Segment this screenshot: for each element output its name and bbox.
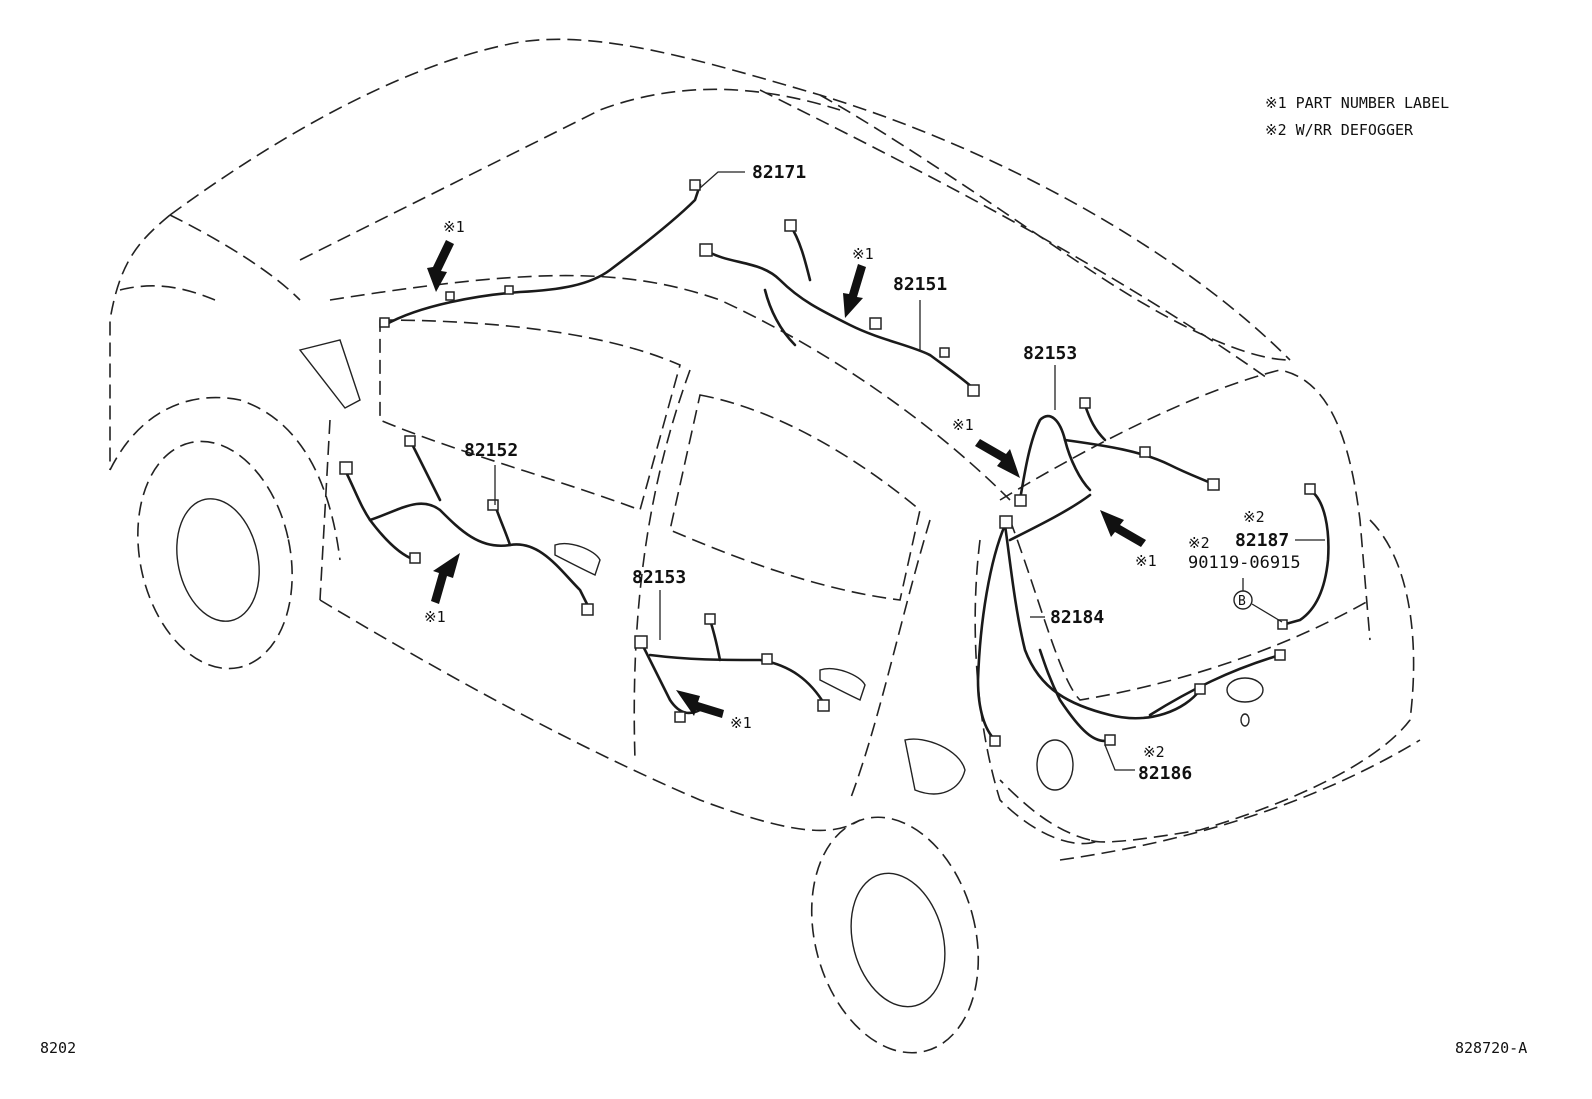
label-90119-06915: 90119-06915 (1188, 553, 1301, 573)
arrow-icon (427, 240, 454, 292)
harness-82186-defogger (1038, 648, 1116, 746)
footer-figure-code: 828720-A (1455, 1039, 1527, 1057)
harness-82171-roof (379, 179, 702, 328)
mark-1-rear-door: ※1 (730, 714, 752, 732)
harness-82153-rear-quarter (1014, 397, 1220, 507)
label-82153-rear: 82153 (1023, 343, 1077, 364)
arrow-icon (431, 553, 460, 604)
footer-page-code: 8202 (40, 1039, 76, 1057)
harness-82187-rear-window (1277, 483, 1330, 630)
label-82187: 82187 (1235, 530, 1289, 551)
harness-82153-rear-door (634, 613, 830, 723)
label-82153-door: 82153 (632, 567, 686, 588)
label-82186: 82186 (1138, 763, 1192, 784)
arrow-icon (975, 439, 1020, 478)
arrow-icon (1100, 510, 1146, 547)
mark-1-roof: ※1 (443, 218, 465, 236)
arrow-icon (676, 690, 724, 718)
mark-1-tailgate: ※1 (1135, 552, 1157, 570)
label-82184: 82184 (1050, 607, 1104, 628)
mark-1-quarter: ※1 (952, 416, 974, 434)
mark-1-front-door: ※1 (424, 608, 446, 626)
mark-2-90119: ※2 (1188, 534, 1210, 552)
leader-lines (494, 171, 1325, 771)
mark-1-center: ※1 (852, 245, 874, 263)
arrow-icon (843, 264, 866, 318)
part-label-arrows (427, 240, 1146, 718)
harness-82151-roof-center (699, 219, 980, 397)
vehicle-body-outline (109, 38, 1421, 1054)
label-82152: 82152 (464, 440, 518, 461)
circle-b-letter: B (1238, 594, 1246, 609)
label-82171: 82171 (752, 162, 806, 183)
label-82151: 82151 (893, 274, 947, 295)
harness-82152-front-door (339, 435, 594, 616)
legend-note-1: ※1 PART NUMBER LABEL (1265, 94, 1449, 112)
mark-2-82186: ※2 (1143, 743, 1165, 761)
circle-b-marker: B (1233, 590, 1253, 610)
mark-2-82187: ※2 (1243, 508, 1265, 526)
legend-note-2: ※2 W/RR DEFOGGER (1265, 121, 1414, 139)
